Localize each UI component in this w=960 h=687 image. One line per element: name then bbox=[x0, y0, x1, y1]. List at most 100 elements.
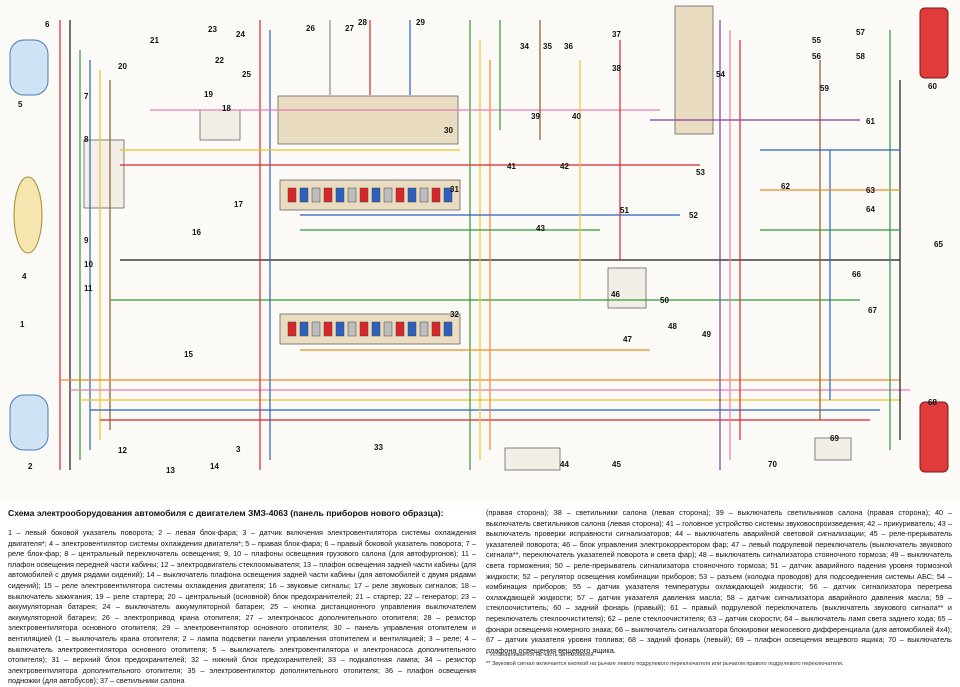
component-label-1: 1 bbox=[20, 320, 25, 329]
component-label-10: 10 bbox=[84, 260, 93, 269]
component-label-27: 27 bbox=[345, 24, 354, 33]
upper-fuse bbox=[311, 187, 321, 203]
component-label-67: 67 bbox=[868, 306, 877, 315]
component-label-24: 24 bbox=[236, 30, 245, 39]
lower-fuse bbox=[335, 321, 345, 337]
component-label-66: 66 bbox=[852, 270, 861, 279]
upper-fuse bbox=[335, 187, 345, 203]
component-label-53: 53 bbox=[696, 168, 705, 177]
component-label-54: 54 bbox=[716, 70, 725, 79]
upper-fuse bbox=[347, 187, 357, 203]
lower-fuse bbox=[395, 321, 405, 337]
component-label-47: 47 bbox=[623, 335, 632, 344]
footnote-2: ** Звуковой сигнал включается кнопкой на… bbox=[486, 661, 844, 667]
component-label-11: 11 bbox=[84, 284, 93, 293]
rear-lamp-left bbox=[919, 401, 949, 473]
rear-lamp-right bbox=[919, 7, 949, 79]
component-label-48: 48 bbox=[668, 322, 677, 331]
right-headlamp bbox=[9, 394, 49, 451]
component-label-4: 4 bbox=[22, 272, 27, 281]
component-label-34: 34 bbox=[520, 42, 529, 51]
wiring-schematic bbox=[9, 5, 949, 473]
glovebox-lamp bbox=[814, 437, 852, 461]
component-label-29: 29 bbox=[416, 18, 425, 27]
component-label-43: 43 bbox=[536, 224, 545, 233]
component-shapes bbox=[9, 5, 949, 473]
upper-fuse bbox=[419, 187, 429, 203]
lower-fuse bbox=[287, 321, 297, 337]
component-label-8: 8 bbox=[84, 135, 89, 144]
component-label-58: 58 bbox=[856, 52, 865, 61]
component-label-5: 5 bbox=[18, 100, 23, 109]
central-switch bbox=[83, 139, 125, 209]
upper-fuse bbox=[323, 187, 333, 203]
component-label-41: 41 bbox=[507, 162, 516, 171]
component-label-23: 23 bbox=[208, 25, 217, 34]
component-label-9: 9 bbox=[84, 236, 89, 245]
component-label-39: 39 bbox=[531, 112, 540, 121]
component-label-30: 30 bbox=[444, 126, 453, 135]
hazard-switch bbox=[504, 447, 561, 471]
caption: Схема электрооборудования автомобиля с д… bbox=[0, 500, 960, 685]
component-label-26: 26 bbox=[306, 24, 315, 33]
left-headlamp bbox=[9, 39, 49, 96]
caption-legend-left: 1 – левый боковой указатель поворота; 2 … bbox=[8, 528, 476, 686]
component-label-56: 56 bbox=[812, 52, 821, 61]
lower-fuse bbox=[443, 321, 453, 337]
component-label-40: 40 bbox=[572, 112, 581, 121]
component-label-44: 44 bbox=[560, 460, 569, 469]
upper-fuse bbox=[359, 187, 369, 203]
component-label-37: 37 bbox=[612, 30, 621, 39]
lower-fuse bbox=[299, 321, 309, 337]
component-label-70: 70 bbox=[768, 460, 777, 469]
component-label-32: 32 bbox=[450, 310, 459, 319]
component-label-2: 2 bbox=[28, 462, 33, 471]
component-label-7: 7 bbox=[84, 92, 89, 101]
upper-fuse bbox=[299, 187, 309, 203]
component-label-69: 69 bbox=[830, 434, 839, 443]
instrument-cluster bbox=[674, 5, 714, 135]
upper-fuse bbox=[287, 187, 297, 203]
component-label-68: 68 bbox=[928, 398, 937, 407]
component-label-60: 60 bbox=[928, 82, 937, 91]
component-label-57: 57 bbox=[856, 28, 865, 37]
component-label-20: 20 bbox=[118, 62, 127, 71]
lower-fuse-block bbox=[279, 313, 461, 345]
component-label-13: 13 bbox=[166, 466, 175, 475]
radiator-fan bbox=[13, 176, 43, 254]
component-label-35: 35 bbox=[543, 42, 552, 51]
lower-fuse bbox=[347, 321, 357, 337]
component-label-18: 18 bbox=[222, 104, 231, 113]
component-label-36: 36 bbox=[564, 42, 573, 51]
component-label-52: 52 bbox=[689, 211, 698, 220]
component-label-12: 12 bbox=[118, 446, 127, 455]
component-label-22: 22 bbox=[215, 56, 224, 65]
component-label-16: 16 bbox=[192, 228, 201, 237]
caption-legend-right: (правая сторона); 38 – светильники салон… bbox=[486, 508, 952, 655]
wire-bundle bbox=[59, 20, 910, 470]
component-label-31: 31 bbox=[450, 185, 459, 194]
heater-control-panel bbox=[277, 95, 459, 145]
lower-fuse bbox=[359, 321, 369, 337]
upper-fuse bbox=[371, 187, 381, 203]
relay-block bbox=[607, 267, 647, 309]
component-label-17: 17 bbox=[234, 200, 243, 209]
component-label-45: 45 bbox=[612, 460, 621, 469]
lower-fuse bbox=[431, 321, 441, 337]
component-label-63: 63 bbox=[866, 186, 875, 195]
component-label-59: 59 bbox=[820, 84, 829, 93]
component-label-61: 61 bbox=[866, 117, 875, 126]
component-label-49: 49 bbox=[702, 330, 711, 339]
ignition-switch bbox=[199, 109, 241, 141]
component-label-15: 15 bbox=[184, 350, 193, 359]
upper-fuse bbox=[383, 187, 393, 203]
component-label-3: 3 bbox=[236, 445, 241, 454]
upper-fuse bbox=[443, 187, 453, 203]
component-label-62: 62 bbox=[781, 182, 790, 191]
component-label-33: 33 bbox=[374, 443, 383, 452]
lower-fuse bbox=[419, 321, 429, 337]
lower-fuse bbox=[371, 321, 381, 337]
lower-fuse bbox=[407, 321, 417, 337]
upper-fuse bbox=[407, 187, 417, 203]
